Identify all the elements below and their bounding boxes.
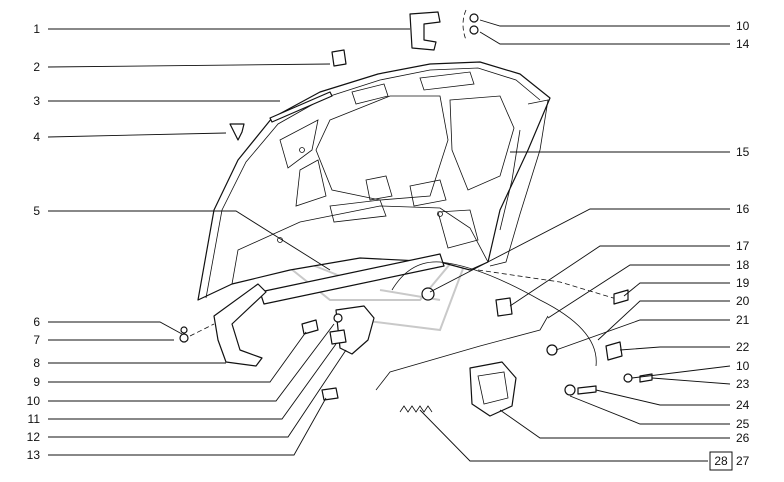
callout-left-3: 3 [33,94,40,108]
nut-left [180,326,188,334]
washer-10b [623,373,633,383]
callout-left-5: 5 [33,204,40,218]
washer-left [179,333,189,343]
nut-top [469,25,479,35]
callout-right-21: 21 [736,313,750,327]
leader-lines-left [47,28,410,456]
callout-right-18: 18 [736,258,750,272]
latch-assembly [469,361,517,417]
callout-left-9: 9 [33,375,40,389]
callout-right-19: 19 [736,276,750,290]
grommet-13 [321,387,339,401]
callout-right-10: 10 [736,19,750,33]
callout-left-8: 8 [33,356,40,370]
bolt-24 [577,385,597,395]
hinge-left [213,283,267,367]
callout-right-26: 26 [736,431,750,445]
front-seal-strip [259,253,445,305]
latch-spring [399,405,433,413]
callout-left-1: 1 [33,22,40,36]
washer-10 [333,313,343,323]
washer-25 [564,384,576,396]
screw-23 [639,373,653,383]
callout-right-22: 22 [736,340,750,354]
hood-panel [197,61,551,301]
callout-left-7: 7 [33,333,40,347]
callout-right-15: 15 [736,145,750,159]
callout-right-25: 25 [736,417,750,431]
callout-left-11: 11 [28,412,41,426]
cable-grommet [421,287,435,301]
callout-left-12: 12 [27,430,41,444]
callout-left-6: 6 [33,315,40,329]
boxed-callout: 28 [709,451,733,471]
callout-right-24: 24 [736,398,750,412]
callout-right-17: 17 [736,239,750,253]
bolt-9 [301,319,319,335]
clip-17 [495,297,513,317]
callout-right-16: 16 [736,202,750,216]
push-clip [229,123,245,141]
bracket-22 [605,341,623,361]
washer-top [469,13,479,23]
support-rod [375,315,549,391]
hood-seal-strip [269,91,333,123]
callout-right-20: 20 [736,294,750,308]
callout-right-27: 27 [736,454,750,468]
callout-left-4: 4 [33,130,40,144]
callout-left-10: 10 [27,394,41,408]
release-cable [391,261,597,367]
hinge-bracket-top [409,11,441,51]
callout-right-14: 14 [736,37,750,51]
clip-19 [613,289,629,305]
callout-left-13: 13 [27,448,41,462]
grommet-21 [546,344,558,356]
plate-11 [329,329,347,345]
callout-left-2: 2 [33,60,40,74]
callout-right-23: 23 [736,377,750,391]
callout-28: 28 [714,454,728,468]
leader-lines-right [419,19,731,462]
callout-right-10: 10 [736,359,750,373]
clip-part [331,49,347,67]
